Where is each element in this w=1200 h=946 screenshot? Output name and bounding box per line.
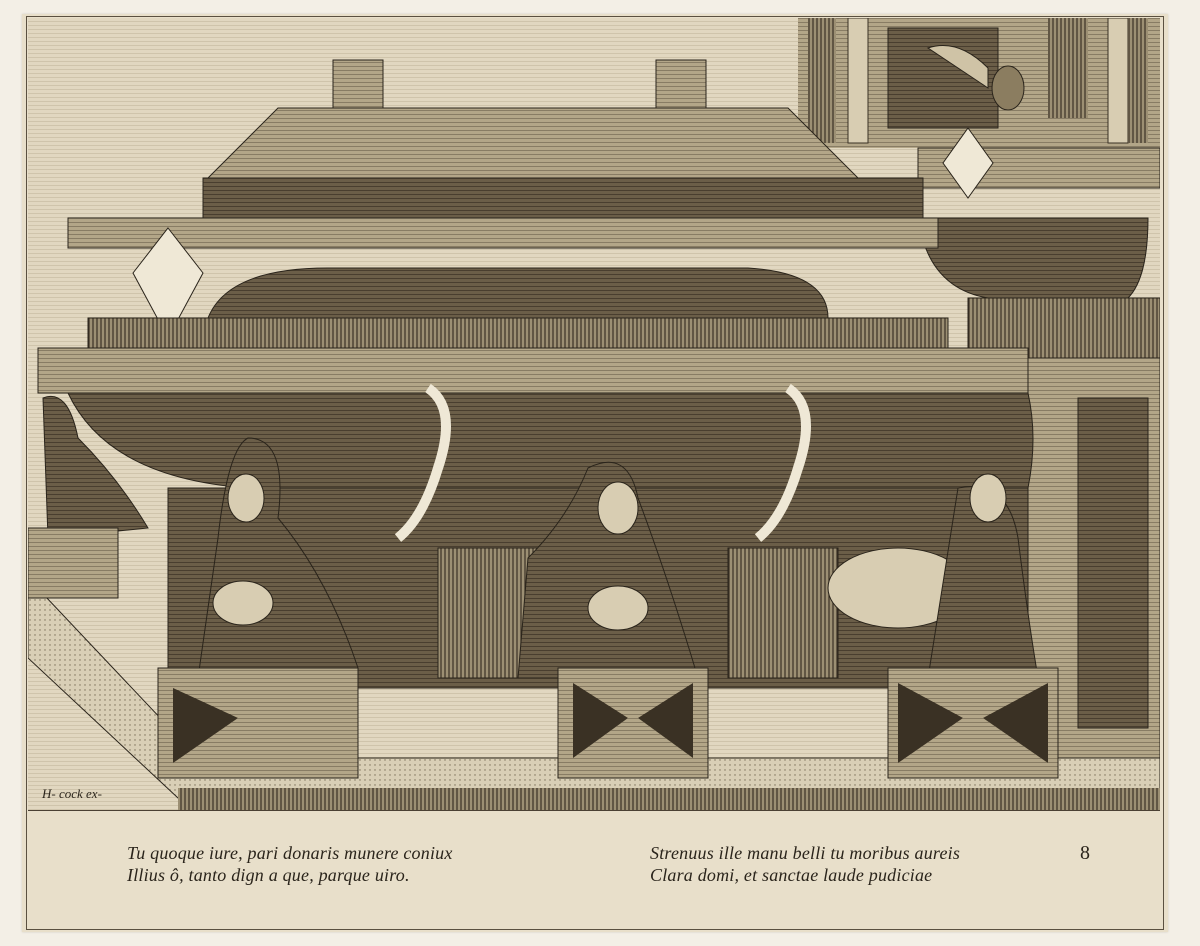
sarcophagus-lid <box>37 59 1029 394</box>
sphinx-right <box>827 473 1059 779</box>
caption-right-line-1: Strenuus ille manu belli tu moribus aure… <box>650 843 961 863</box>
engraving-image <box>28 18 1160 810</box>
caption-left-line-2: Illius ô, tanto dign a que, parque uiro. <box>127 865 410 885</box>
plate-number: 8 <box>1080 842 1090 864</box>
caption-left: Tu quoque iure, pari donaris munere coni… <box>127 842 453 886</box>
right-architecture <box>798 18 1160 779</box>
sphinx-center <box>517 461 709 779</box>
caption-right: Strenuus ille manu belli tu moribus aure… <box>650 842 960 886</box>
publisher-mark: H- cock ex- <box>42 786 102 801</box>
sphinx-left <box>157 437 359 779</box>
caption-left-line-1: Tu quoque iure, pari donaris munere coni… <box>127 843 453 863</box>
tomb-illustration <box>28 18 1160 810</box>
caption-right-line-2: Clara domi, et sanctae laude pudiciae <box>650 865 933 885</box>
plate-border <box>26 16 1164 930</box>
sphinx-far-left <box>28 396 149 599</box>
caption-divider <box>28 810 1160 811</box>
